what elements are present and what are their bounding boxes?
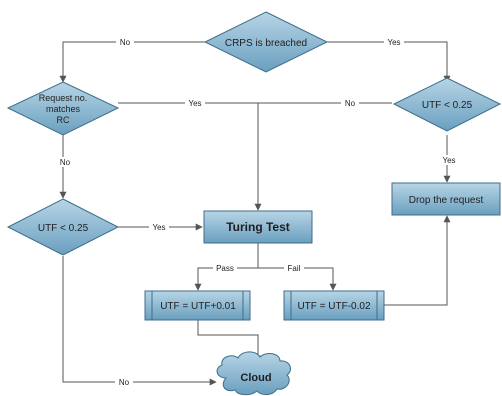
- edge-utf-left-no: [62, 256, 217, 386]
- edge-label-crps-yes: Yes: [387, 38, 400, 47]
- edge-label-pass: Pass: [216, 264, 234, 273]
- request-label-line2: matches: [46, 104, 81, 114]
- request-label-line1: Request no.: [39, 93, 88, 103]
- edge-label-utf-right-yes: Yes: [442, 156, 455, 165]
- edge-req-yes: [118, 102, 262, 211]
- node-utf-plus: UTF = UTF+0.01: [144, 290, 251, 321]
- utf-right-label: UTF < 0.25: [422, 100, 473, 111]
- node-utf-right-diamond: UTF < 0.25: [392, 77, 502, 132]
- edge-labels: No Yes Yes No No Yes Yes Pass Fail No: [57, 37, 459, 387]
- node-drop-request: Drop the request: [391, 182, 501, 216]
- node-utf-minus: UTF = UTF-0.02: [283, 290, 385, 321]
- drop-request-label: Drop the request: [409, 195, 484, 206]
- turing-test-label: Turing Test: [226, 220, 290, 234]
- edge-fail: [258, 267, 337, 291]
- node-cloud: Cloud: [216, 351, 291, 396]
- utf-plus-label: UTF = UTF+0.01: [160, 301, 236, 312]
- node-crps-diamond: CRPS is breached: [203, 11, 329, 73]
- edge-label-crps-no: No: [120, 38, 131, 47]
- edge-label-fail: Fail: [288, 264, 301, 273]
- crps-label: CRPS is breached: [225, 38, 307, 49]
- edge-crps-yes: [327, 41, 451, 83]
- utf-minus-label: UTF = UTF-0.02: [297, 301, 371, 312]
- node-request-matches-diamond: Request no. matches RC: [6, 81, 120, 136]
- edge-label-utf-right-no: No: [345, 99, 356, 108]
- edge-label-req-no: No: [60, 158, 71, 167]
- node-utf-left-diamond: UTF < 0.25: [6, 198, 120, 256]
- edge-label-req-yes: Yes: [188, 99, 201, 108]
- cloud-label: Cloud: [240, 372, 271, 384]
- edge-crps-no: [59, 41, 205, 83]
- edge-label-utf-left-yes: Yes: [152, 223, 165, 232]
- edge-minus-to-drop: [384, 215, 451, 306]
- node-turing-test: Turing Test: [203, 210, 313, 244]
- edge-label-utf-left-no: No: [119, 378, 130, 387]
- edge-plus-to-cloud: [197, 320, 262, 363]
- request-label-line3: RC: [57, 115, 70, 125]
- utf-left-label: UTF < 0.25: [38, 223, 89, 234]
